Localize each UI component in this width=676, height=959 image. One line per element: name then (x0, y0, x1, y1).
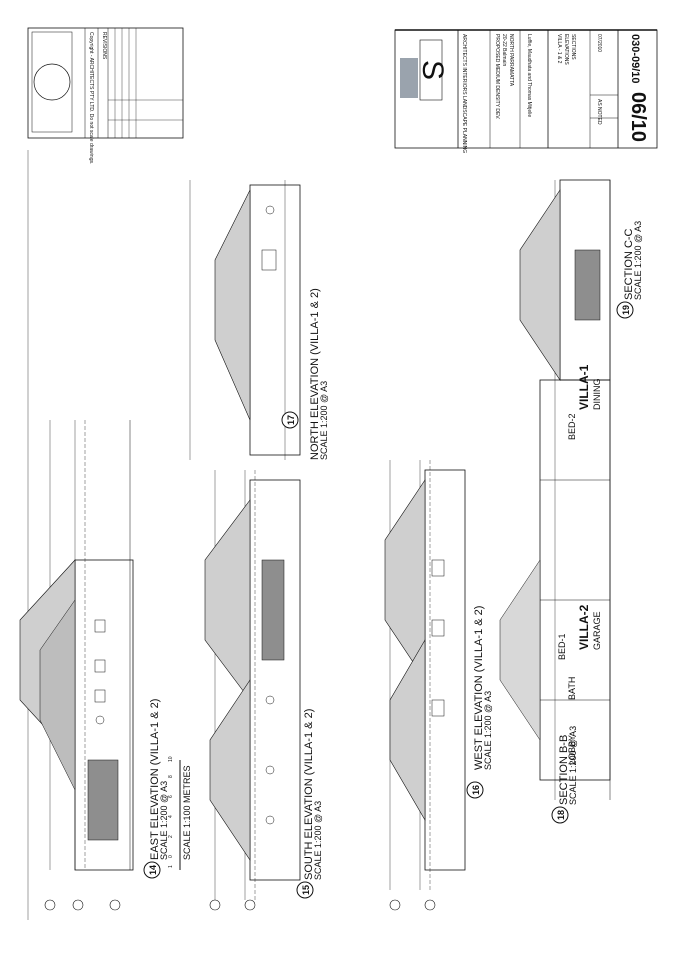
logo-letter: S (416, 60, 449, 80)
room-villa1: VILLA-1 (577, 364, 591, 410)
room-bath: BATH (567, 677, 577, 700)
drawing-title-15: SOUTH ELEVATION (VILLA-1 & 2) (303, 709, 315, 880)
drawing-title-1: VILLA - 1 & 2 (556, 34, 562, 64)
drawing-scale-16: SCALE 1:200 @ A3 (483, 691, 493, 770)
sections: VILLA-1 DINING BED-2 VILLA-2 GARAGE BATH… (499, 179, 643, 824)
north-point-icon (33, 63, 71, 101)
drawing-title-3: SECTIONS (570, 34, 576, 60)
room-bed: BED-1 (557, 633, 567, 660)
scale-tick-f: 8 (168, 775, 174, 778)
scale-bar-1: SCALE 1:100 METRES 1 0 2 4 6 8 10 (168, 756, 192, 870)
client-name: Luffie, Maudhata and Thomas Mitjelie (526, 34, 532, 117)
scale-bar-label: SCALE 1:100 METRES (182, 765, 192, 860)
drawing-scale-15: SCALE 1:200 @ A3 (313, 801, 323, 880)
drawing-title-2: ELEVATIONS (563, 34, 569, 65)
sheet-number: 06/10 (627, 92, 649, 142)
revisions-label: REVISIONS (101, 32, 107, 60)
date-value: 07/2010 (596, 34, 602, 52)
scale-value: AS NOTED (596, 99, 602, 125)
address-line-2: NORTH PARRAMATTA (508, 34, 514, 87)
east-elevation: 14 EAST ELEVATION (VILLA-1 & 2) SCALE 1:… (19, 420, 169, 879)
drawing-number-16: 16 (471, 785, 481, 795)
drawing-number-15: 15 (301, 885, 311, 895)
copyright-note: Copyright - ARCHITECTS PTY LTD. Do not s… (88, 32, 94, 164)
south-elevation: 15 SOUTH ELEVATION (VILLA-1 & 2) SCALE 1… (204, 470, 323, 900)
room-bed2: BED-2 (567, 413, 577, 440)
drawing-scale-17: SCALE 1:200 @ A3 (319, 381, 329, 460)
drawing-title-18: SECTION B-B (558, 735, 570, 805)
drawing-number-17: 17 (286, 415, 296, 425)
address-line-1: 20-22 Balmain (501, 34, 507, 66)
room-dining: DINING (592, 379, 602, 411)
drawing-number-19: 19 (621, 305, 631, 315)
scale-tick-a: 1 (168, 865, 174, 868)
scale-tick-c: 2 (168, 835, 174, 838)
company-logo: S (400, 39, 449, 101)
drawing-number-14: 14 (148, 865, 158, 875)
drawing-title-17: NORTH ELEVATION (VILLA-1 & 2) (309, 288, 321, 460)
scale-tick-e: 6 (168, 795, 174, 798)
revision-block: Copyright - ARCHITECTS PTY LTD. Do not s… (27, 27, 184, 164)
drawing-title-14: EAST ELEVATION (VILLA-1 & 2) (149, 699, 161, 860)
project-name: PROPOSED MEDIUM DENSITY DEV. (494, 34, 500, 120)
drawing-title-19: SECTION C-C (623, 228, 635, 300)
drawing-number-18: 18 (556, 810, 566, 820)
job-number: 030-09/10 (629, 34, 641, 84)
drawing-scale-14: SCALE 1:200 @ A3 (159, 781, 169, 860)
scale-tick-d: 4 (168, 815, 174, 818)
room-villa2: VILLA-2 (577, 604, 591, 650)
title-block: S ARCHITECTS INTERIORS LANDSCAPE PLANNIN… (394, 29, 658, 153)
drawing-scale-19: SCALE 1:200 @ A3 (633, 221, 643, 300)
drawing-scale-18: SCALE 1:200 @ A3 (568, 726, 578, 805)
room-garage: GARAGE (592, 611, 602, 650)
firm-name: ARCHITECTS INTERIORS LANDSCAPE PLANNING (461, 34, 467, 153)
scale-tick-g: 10 (168, 756, 174, 762)
drawing-title-16: WEST ELEVATION (VILLA-1 & 2) (473, 606, 485, 770)
room-lobby: LOBBY (567, 735, 577, 765)
west-elevation: 16 WEST ELEVATION (VILLA-1 & 2) SCALE 1:… (384, 460, 493, 890)
north-elevation: 17 NORTH ELEVATION (VILLA-1 & 2) SCALE 1… (189, 180, 329, 460)
scale-tick-b: 0 (168, 855, 174, 858)
level-markers (44, 899, 436, 911)
